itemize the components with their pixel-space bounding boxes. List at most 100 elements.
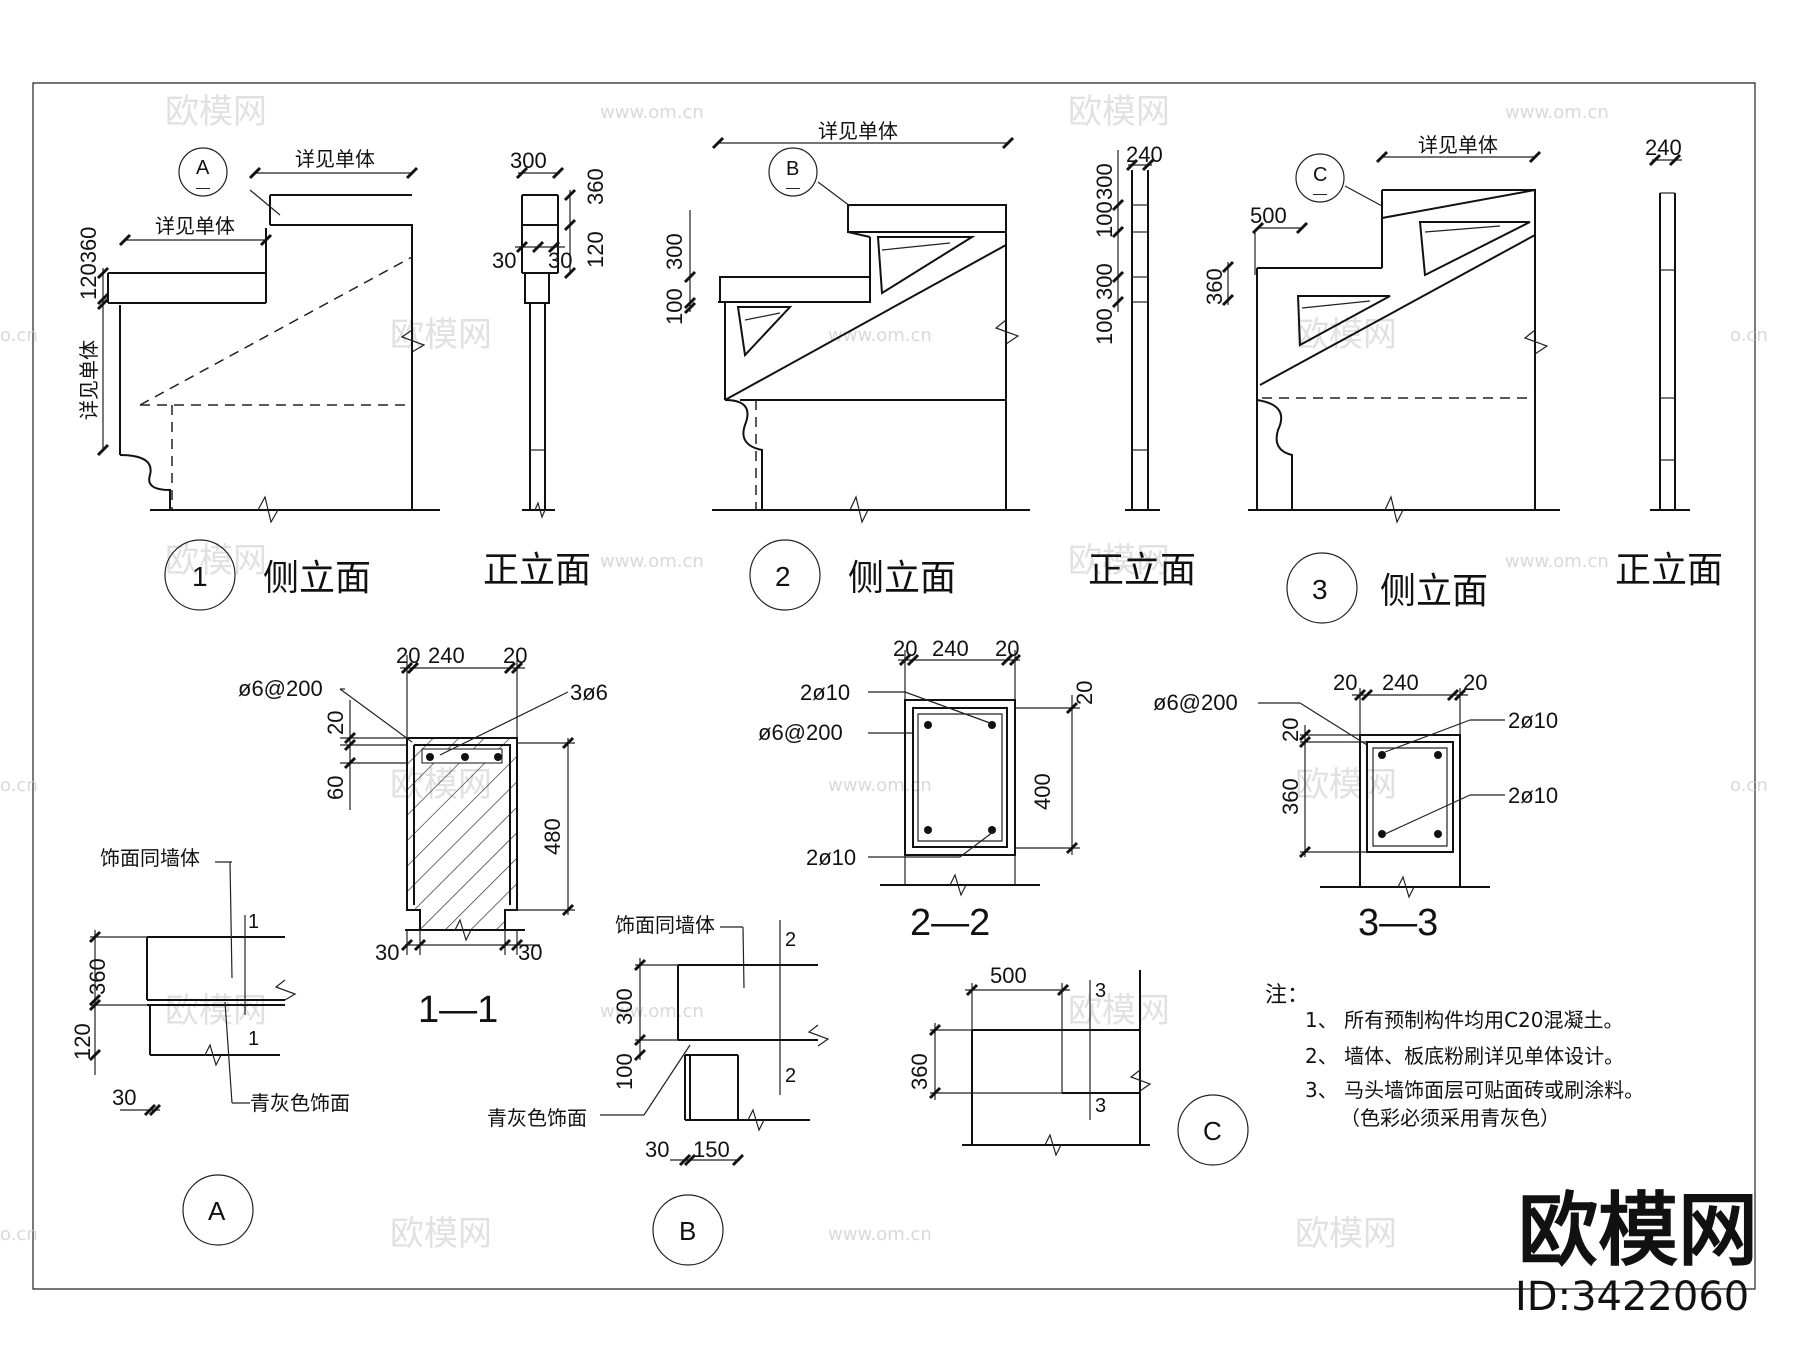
- asset-id: ID:3422060: [1515, 1274, 1749, 1320]
- detail-B: 2 2 饰面同墙体 青灰色饰面 300 100 30 150 B: [487, 913, 828, 1266]
- dim-text: 30: [548, 248, 572, 273]
- front-elevation-3: 240: [1645, 135, 1690, 510]
- circle-label: —: [786, 179, 800, 195]
- dim-text: 240: [1382, 670, 1419, 695]
- dim-text: 30: [492, 248, 516, 273]
- dim-text: 240: [1126, 142, 1163, 167]
- dim-text: 30: [375, 940, 399, 965]
- label-detail-single: 详见单体: [155, 214, 235, 238]
- dim-text: 240: [1645, 135, 1682, 160]
- watermark-brand: 欧模网: [1068, 991, 1170, 1031]
- label-detail-single: 详见单体: [818, 119, 898, 143]
- dim-text: 360: [1278, 778, 1303, 815]
- section-3-3: 20 240 20 ø6@200 2ø10 2ø10 20 360 3—3: [1153, 670, 1558, 944]
- watermark-layer: 欧模网 www.om.cn 欧模网 www.om.cn o.cn 欧模网 www…: [0, 92, 1768, 1254]
- watermark-brand: 欧模网: [165, 92, 267, 132]
- watermark-site: www.om.cn: [1505, 551, 1609, 572]
- dim-text: 360: [583, 168, 608, 205]
- title-side-elevation: 侧立面: [263, 558, 371, 599]
- dim-text: 20: [995, 636, 1019, 661]
- view-number: 3: [1312, 574, 1328, 605]
- watermark-site: o.cn: [1730, 325, 1768, 346]
- watermark-brand: 欧模网: [390, 1214, 492, 1254]
- section-title: 2—2: [910, 902, 990, 944]
- circle-label: —: [1313, 185, 1327, 201]
- general-notes: 注： 1、 所有预制构件均用C20混凝土。 2、 墙体、板底粉刷详见单体设计。 …: [1265, 983, 1644, 1130]
- watermark-brand: 欧模网: [1068, 92, 1170, 132]
- watermark-brand: 欧模网: [390, 315, 492, 355]
- watermark-brand: 欧模网: [1295, 315, 1397, 355]
- rebar-label: 2ø10: [1508, 708, 1558, 733]
- detail-id: A: [208, 1196, 226, 1226]
- watermark-site: www.om.cn: [600, 551, 704, 572]
- title-side-elevation: 侧立面: [1380, 571, 1488, 612]
- dim-text: 120: [583, 231, 608, 268]
- watermark-site: o.cn: [0, 775, 38, 796]
- title-front-elevation: 正立面: [1615, 550, 1723, 591]
- section-title: 1—1: [418, 989, 498, 1031]
- watermark-brand: 欧模网: [1068, 541, 1170, 581]
- dim-text: 300: [1092, 163, 1117, 200]
- front-elevation-1: 300 360 120 30 30: [492, 148, 608, 517]
- dim-text: 300: [1092, 263, 1117, 300]
- dim-text: 20: [323, 711, 348, 735]
- dim-text: 30: [518, 940, 542, 965]
- watermark-brand: 欧模网: [1295, 1214, 1397, 1254]
- rebar-label: 2ø10: [806, 845, 856, 870]
- section-cut-mark: 2: [785, 1065, 796, 1087]
- dim-text: 30: [645, 1137, 669, 1162]
- dim-text: 20: [1278, 718, 1303, 742]
- detail-C: 3 3 500 360 C: [907, 963, 1249, 1166]
- watermark-site: www.om.cn: [600, 102, 704, 123]
- title-side-elevation: 侧立面: [848, 558, 956, 599]
- dim-text: 500: [990, 963, 1027, 988]
- section-title: 3—3: [1358, 902, 1438, 944]
- circle-label: A: [196, 157, 210, 179]
- watermark-site: www.om.cn: [1505, 102, 1609, 123]
- dim-text: 20: [1333, 670, 1357, 695]
- label-finish-same-wall: 饰面同墙体: [100, 846, 200, 870]
- rebar-stirrup: ø6@200: [238, 676, 323, 701]
- dim-text: 20: [1072, 681, 1097, 705]
- dim-text: 300: [662, 233, 687, 270]
- title-front-elevation: 正立面: [1088, 550, 1196, 591]
- watermark-site: o.cn: [1730, 775, 1768, 796]
- watermark-site: www.om.cn: [828, 325, 932, 346]
- watermark-site: www.om.cn: [828, 1224, 932, 1245]
- label-detail-single: 详见单体: [77, 340, 101, 420]
- dim-text: 240: [932, 636, 969, 661]
- dim-text: 300: [612, 988, 637, 1025]
- section-cut-mark: 1: [248, 911, 259, 933]
- watermark-site: o.cn: [0, 1224, 38, 1245]
- view-number: 2: [775, 561, 791, 592]
- dim-text: 360: [1202, 268, 1227, 305]
- section-2-2: 20 240 20 2ø10 ø6@200 2ø10 20 400 2—2: [758, 636, 1097, 944]
- dim-text: 480: [540, 818, 565, 855]
- dim-text: 360: [907, 1053, 932, 1090]
- title-front-elevation: 正立面: [483, 550, 591, 591]
- circle-label: C: [1313, 164, 1327, 186]
- dim-text: 240: [428, 643, 465, 668]
- dim-text: 120: [70, 1023, 95, 1060]
- label-finish-same-wall: 饰面同墙体: [615, 913, 715, 937]
- dim-text: 60: [323, 776, 348, 800]
- note-2: 2、 墙体、板底粉刷详见单体设计。: [1305, 1044, 1624, 1068]
- dim-text: 400: [1030, 773, 1055, 810]
- dim-text: 20: [1463, 670, 1487, 695]
- note-3-continued: （色彩必须采用青灰色）: [1340, 1106, 1560, 1130]
- dim-text: 20: [503, 643, 527, 668]
- watermark-site: o.cn: [0, 325, 38, 346]
- section-cut-mark: 3: [1095, 1095, 1106, 1117]
- dim-text: 120360: [76, 227, 101, 300]
- dim-text: 100: [662, 288, 687, 325]
- view-number: 1: [192, 561, 208, 592]
- dim-text: 100: [612, 1053, 637, 1090]
- watermark-site: www.om.cn: [828, 775, 932, 796]
- brand-logo-text: 欧模网: [1518, 1184, 1758, 1277]
- circle-label: —: [196, 179, 210, 195]
- section-1-1: 20 240 20 ø6@200 3ø6 20 60 480 30 30 1—1: [238, 643, 608, 1031]
- dim-text: 30: [112, 1085, 136, 1110]
- dim-text: 20: [893, 636, 917, 661]
- front-elevation-2: 240 300 100 300 100: [1092, 142, 1163, 510]
